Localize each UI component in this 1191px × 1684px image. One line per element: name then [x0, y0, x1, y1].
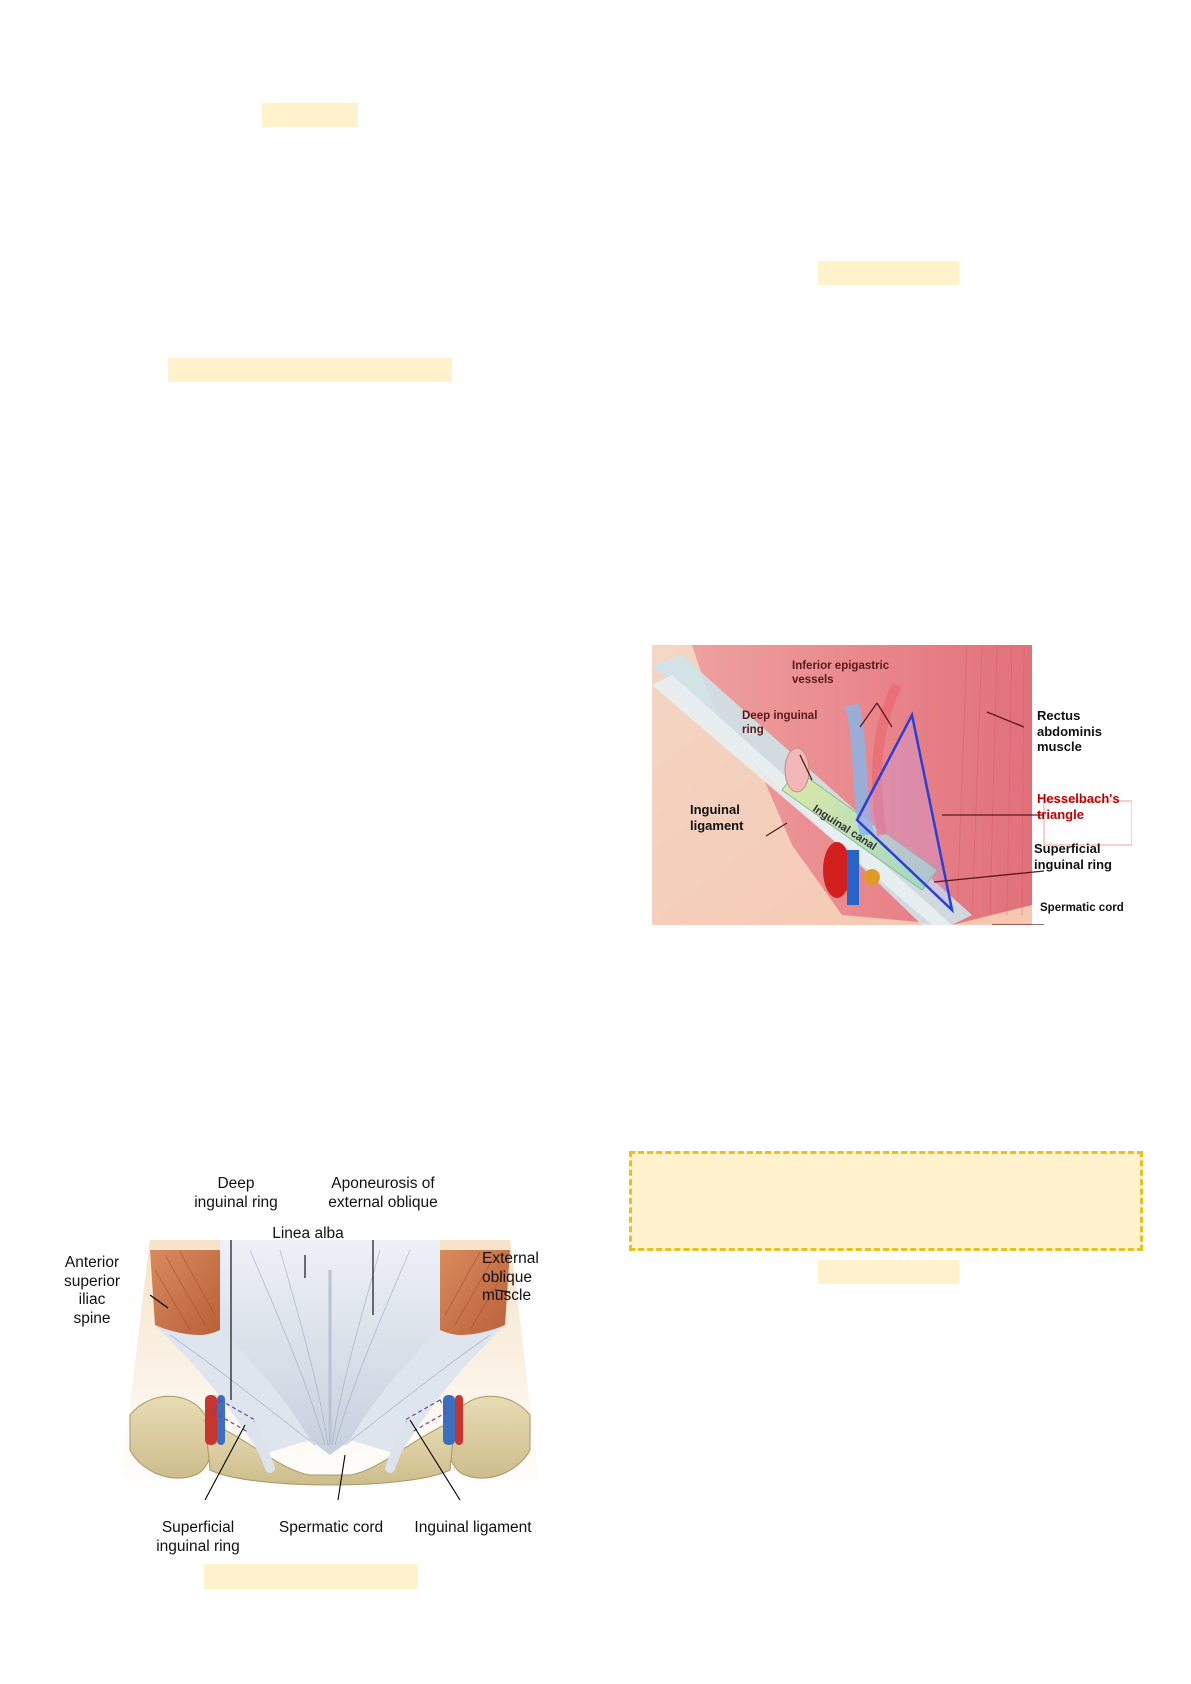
label-linea-alba: Linea alba	[258, 1225, 358, 1244]
highlight-bar-2	[818, 261, 959, 285]
label-inferior-epigastric: Inferior epigastric vessels	[792, 660, 889, 688]
label-inguinal-ligament-left: Inguinal ligament	[408, 1519, 538, 1538]
highlight-bar-caption-left	[204, 1564, 418, 1589]
figure-hesselbach: Inguinal canal	[652, 645, 1132, 925]
label-deep-ring-right: Deep inguinal ring	[742, 710, 817, 738]
label-inguinal-ligament-right: Inguinal ligament	[690, 802, 743, 833]
hesselbach-illustration	[652, 645, 1132, 925]
label-external-oblique: External oblique muscle	[482, 1250, 562, 1306]
label-rectus: Rectus abdominis muscle	[1037, 708, 1102, 755]
note-box	[629, 1151, 1143, 1251]
label-superficial-ring-left: Superficial inguinal ring	[148, 1519, 248, 1556]
label-hesselbach: Hesselbach's triangle	[1037, 791, 1120, 822]
highlight-bar-3	[168, 358, 452, 382]
label-superficial-ring-right: Superficial inguinal ring	[1034, 841, 1112, 872]
label-asis: Anterior superior iliac spine	[52, 1254, 132, 1328]
highlight-bar-caption-right	[818, 1260, 959, 1284]
label-deep-ring-left: Deep inguinal ring	[186, 1175, 286, 1212]
label-spermatic-cord-right: Spermatic cord	[1040, 902, 1124, 916]
highlight-bar-1	[262, 103, 358, 127]
label-spermatic-cord-left: Spermatic cord	[271, 1519, 391, 1538]
label-aponeurosis: Aponeurosis of external oblique	[318, 1175, 448, 1212]
